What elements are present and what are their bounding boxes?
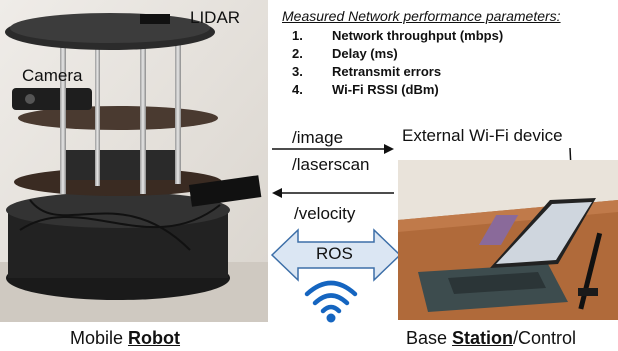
parameter-item: 4. Wi-Fi RSSI (dBm) [292,82,503,97]
parameter-item: 2. Delay (ms) [292,46,503,61]
laptop-illustration [398,160,618,320]
lidar-label: LIDAR [190,8,241,27]
wifi-icon [304,280,358,323]
camera-label: Camera [22,66,83,85]
caption-bold: Station [452,328,514,348]
base-station-caption: Base Station/Control [406,328,576,349]
parameter-number: 3. [292,64,303,79]
parameter-item: 3. Retransmit errors [292,64,503,79]
laserscan-topic-label: /laserscan [292,155,370,174]
parameter-label: Network throughput (mbps) [332,28,504,43]
parameter-number: 1. [292,28,303,43]
parameter-number: 2. [292,46,303,61]
caption-prefix: Base [406,328,453,348]
parameter-label: Delay (ms) [332,46,398,61]
base-station-photo [398,160,618,320]
parameters-title: Measured Network performance parameters: [282,8,561,24]
parameter-label: Wi-Fi RSSI (dBm) [332,82,439,97]
caption-prefix: Mobile [70,328,129,348]
external-wifi-label: External Wi-Fi device [402,126,563,145]
mobile-robot-caption: Mobile Robot [70,328,180,349]
robot-illustration [0,0,268,322]
ros-label: ROS [316,244,353,263]
velocity-topic-label: /velocity [294,204,356,223]
parameter-item: 1. Network throughput (mbps) [292,28,503,43]
image-topic-label: /image [292,128,344,147]
parameters-list: 1. Network throughput (mbps) 2. Delay (ms)… [292,28,503,97]
parameter-label: Retransmit errors [332,64,442,79]
mobile-robot-photo [0,0,268,322]
caption-suffix: /Control [513,328,577,348]
outgoing-arrow [272,144,394,154]
parameter-number: 4. [292,82,303,97]
incoming-arrow [272,188,394,198]
caption-bold: Robot [128,328,181,348]
